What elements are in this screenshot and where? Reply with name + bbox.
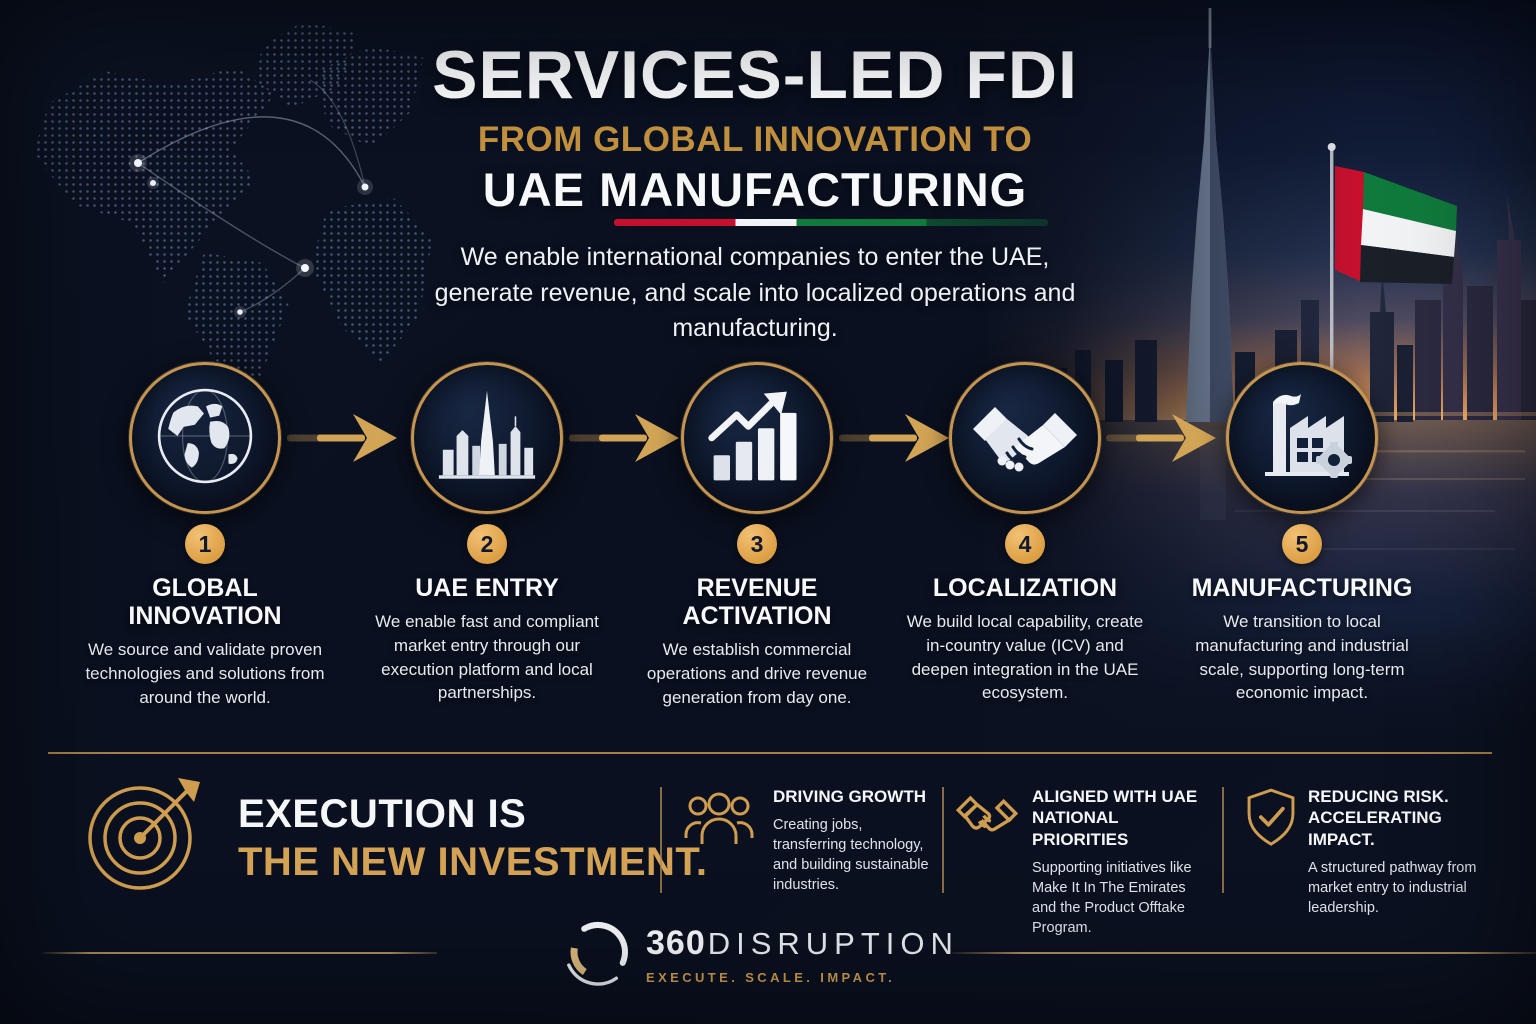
uae-flag-divider xyxy=(614,219,1048,226)
pillar-title: ALIGNED WITH UAE NATIONAL PRIORITIES xyxy=(1032,787,1198,849)
footer-rule-left xyxy=(43,952,437,954)
statement-line2: THE NEW INVESTMENT. xyxy=(238,840,708,884)
step-title: GLOBAL INNOVATION xyxy=(128,574,282,630)
pillar-divider xyxy=(660,787,662,893)
shield-check-icon xyxy=(1244,786,1298,855)
factory-icon xyxy=(1247,386,1357,491)
step-title: LOCALIZATION xyxy=(932,574,1118,602)
handshake-icon xyxy=(955,790,1019,843)
step-manufacturing: 5 MANUFACTURING We transition to local m… xyxy=(1175,362,1429,705)
pillar-title: REDUCING RISK. ACCELERATING IMPACT. xyxy=(1308,787,1449,849)
statement-line1: EXECUTION IS xyxy=(238,792,527,836)
growth-chart-icon xyxy=(704,387,810,490)
step-circle xyxy=(411,362,563,514)
step-localization: 4 LOCALIZATION We build local capability… xyxy=(898,362,1152,705)
step-description: We build local capability, create in-cou… xyxy=(906,612,1144,703)
pillar-title: DRIVING GROWTH xyxy=(773,787,926,806)
step-description: We source and validate proven technologi… xyxy=(85,640,325,707)
step-number-badge: 3 xyxy=(737,524,777,564)
pillar-divider xyxy=(942,787,944,893)
brand-tagline: EXECUTE. SCALE. IMPACT. xyxy=(646,970,896,985)
step-circle xyxy=(681,362,833,514)
step-number-badge: 1 xyxy=(185,524,225,564)
step-global-innovation: 1 GLOBAL INNOVATION We source and valida… xyxy=(78,362,332,709)
step-number-badge: 2 xyxy=(467,524,507,564)
subtitle-white: UAE MANUFACTURING xyxy=(482,163,1028,216)
pillar-description: A structured pathway from market entry t… xyxy=(1308,859,1477,916)
step-title: UAE ENTRY xyxy=(415,574,559,602)
step-description: We enable fast and compliant market entr… xyxy=(375,612,599,703)
handshake-icon xyxy=(969,397,1081,480)
step-uae-entry: 2 UAE ENTRY We enable fast and compliant… xyxy=(360,362,614,705)
step-number-badge: 4 xyxy=(1005,524,1045,564)
step-number-badge: 5 xyxy=(1282,524,1322,564)
step-circle xyxy=(1226,362,1378,514)
dubai-skyline-icon xyxy=(433,386,541,491)
intro-paragraph: We enable international companies to ent… xyxy=(434,243,1076,342)
flow-arrow-icon xyxy=(1106,408,1224,473)
brand-name-bold: 360 xyxy=(646,924,706,962)
step-title: MANUFACTURING xyxy=(1191,574,1413,602)
pillar-description: Creating jobs, transferring technology, … xyxy=(773,817,929,894)
section-divider xyxy=(48,752,1492,754)
footer-rule-right xyxy=(952,952,1536,954)
pillar-divider xyxy=(1222,787,1224,893)
brand-logo-icon xyxy=(560,914,636,995)
target-icon xyxy=(82,770,208,901)
flow-arrow-icon xyxy=(839,408,957,473)
flow-arrow-icon xyxy=(287,408,405,473)
step-circle xyxy=(949,362,1101,514)
step-description: We transition to local manufacturing and… xyxy=(1195,612,1409,703)
globe-icon xyxy=(154,385,256,492)
people-icon xyxy=(684,792,754,855)
step-title: REVENUE ACTIVATION xyxy=(682,574,832,630)
map-connection-arcs xyxy=(129,79,373,318)
pillar-description: Supporting initiatives like Make It In T… xyxy=(1032,859,1192,936)
brand-name-light: DISRUPTION xyxy=(707,926,959,961)
photo-fade-bottom-overlay xyxy=(985,620,1536,760)
main-title: SERVICES-LED FDI xyxy=(432,37,1078,113)
subtitle-gold: FROM GLOBAL INNOVATION TO xyxy=(477,120,1033,159)
step-description: We establish commercial operations and d… xyxy=(646,640,868,707)
step-revenue-activation: 3 REVENUE ACTIVATION We establish commer… xyxy=(630,362,884,709)
flow-arrow-icon xyxy=(569,408,687,473)
step-circle xyxy=(129,362,281,514)
